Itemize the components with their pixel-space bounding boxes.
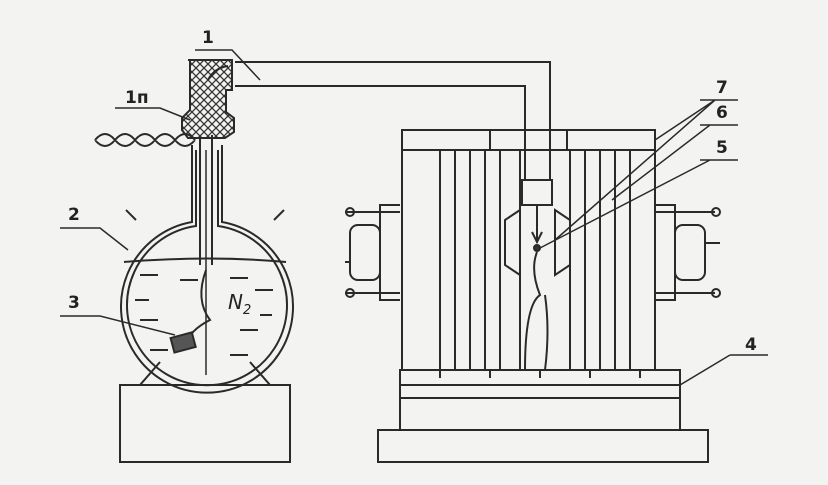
label-1n: 1п <box>125 88 149 108</box>
label-5: 5 <box>716 138 728 158</box>
twisted-wires <box>94 133 196 147</box>
nitrogen-subscript: 2 <box>242 303 252 318</box>
flask-stand <box>119 361 291 463</box>
nitrogen-symbol: N <box>228 290 243 314</box>
dewar-flask <box>120 145 294 394</box>
label-3: 3 <box>68 293 80 313</box>
label-6: 6 <box>716 103 728 123</box>
label-2: 2 <box>68 205 80 225</box>
label-n2: N2 <box>228 290 251 318</box>
magnet-base <box>377 369 709 463</box>
electromagnet <box>345 129 721 371</box>
transfer-pipe <box>235 61 553 245</box>
label-4: 4 <box>745 335 757 355</box>
insulated-head <box>181 59 235 265</box>
label-1: 1 <box>202 28 214 48</box>
label-7: 7 <box>716 78 728 98</box>
leader-lines <box>60 49 768 386</box>
